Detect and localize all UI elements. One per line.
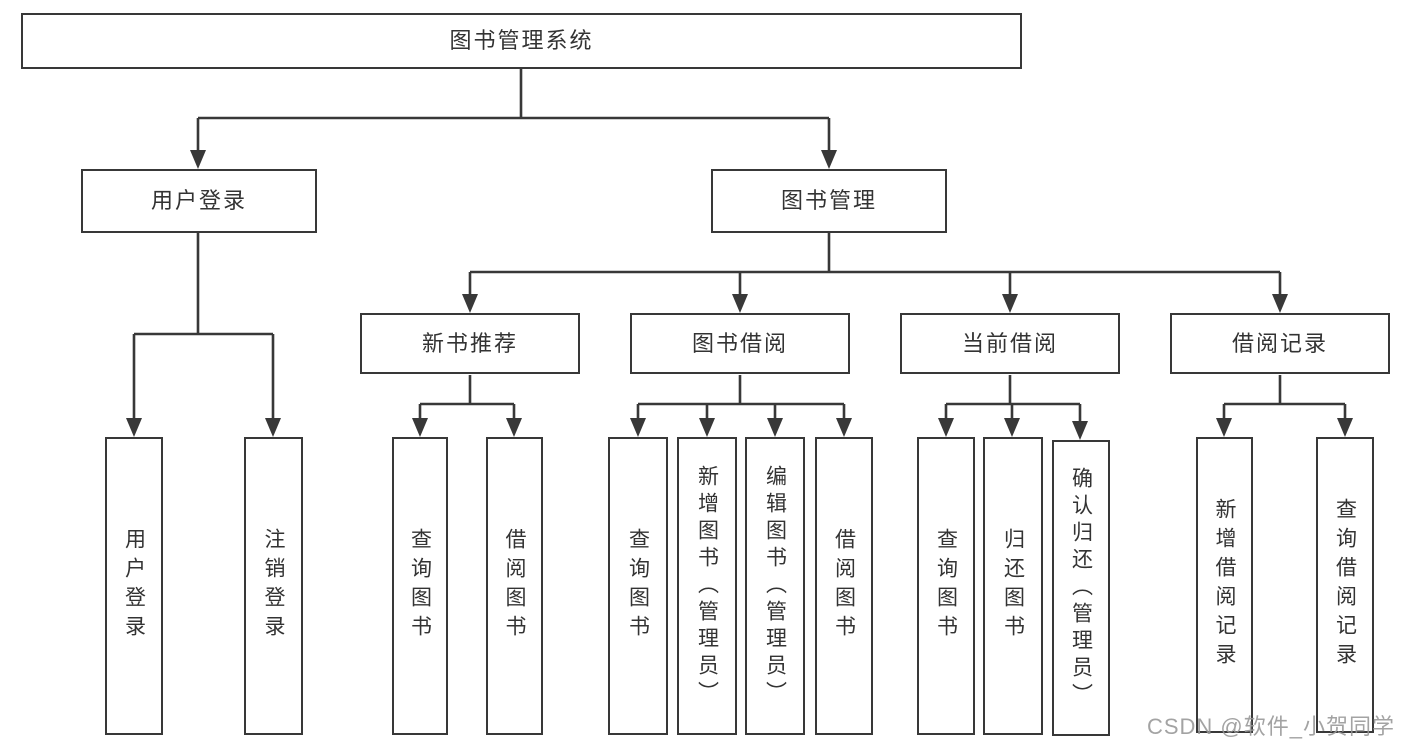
connector-newbook bbox=[418, 375, 516, 420]
node-borrowing-edit-books-admin: 编辑图书（管理员） bbox=[745, 437, 805, 735]
node-logout: 注销登录 bbox=[244, 437, 303, 735]
arrowhead bbox=[767, 418, 783, 437]
connector-current bbox=[944, 375, 1082, 422]
arrowhead bbox=[1072, 421, 1088, 440]
arrowhead bbox=[190, 150, 206, 169]
node-label: 当前借阅 bbox=[961, 330, 1058, 356]
node-current-confirm-return-admin: 确认归还（管理员） bbox=[1052, 440, 1110, 736]
node-newbook-borrow-books: 借阅图书 bbox=[486, 437, 543, 735]
arrowhead bbox=[699, 418, 715, 437]
arrowhead bbox=[1272, 294, 1288, 313]
node-label: 借阅图书 bbox=[832, 528, 856, 644]
node-label: 编辑图书（管理员） bbox=[763, 464, 787, 708]
arrowhead bbox=[126, 418, 142, 437]
arrowhead bbox=[412, 418, 428, 437]
node-label: 归还图书 bbox=[1001, 528, 1025, 644]
arrowhead bbox=[1002, 294, 1018, 313]
node-label: 确认归还（管理员） bbox=[1069, 466, 1093, 710]
node-borrowing-query-books: 查询图书 bbox=[608, 437, 668, 735]
node-label: 用户登录 bbox=[122, 528, 146, 644]
connector-records bbox=[1222, 375, 1347, 420]
node-label: 新增图书（管理员） bbox=[695, 464, 719, 708]
arrowhead bbox=[630, 418, 646, 437]
node-user-login: 用户登录 bbox=[105, 437, 163, 735]
arrowhead bbox=[462, 294, 478, 313]
node-label: 注销登录 bbox=[262, 528, 285, 644]
node-new-book-recommendation: 新书推荐 bbox=[360, 313, 580, 374]
csdn-watermark: CSDN @软件_小贺同学 bbox=[1146, 714, 1395, 739]
node-records-query-borrow-record: 查询借阅记录 bbox=[1316, 437, 1374, 733]
connector-root-to-level2 bbox=[196, 69, 831, 152]
arrowhead bbox=[732, 294, 748, 313]
node-label: 用户登录 bbox=[150, 188, 247, 213]
node-book-borrowing: 图书借阅 bbox=[630, 313, 850, 374]
arrowhead bbox=[836, 418, 852, 437]
node-book-management: 图书管理 bbox=[711, 169, 947, 233]
node-label: 借阅记录 bbox=[1231, 330, 1328, 356]
node-user-login-group: 用户登录 bbox=[81, 169, 317, 233]
arrowhead bbox=[1004, 418, 1020, 437]
arrowhead bbox=[1337, 418, 1353, 437]
node-current-borrowing: 当前借阅 bbox=[900, 313, 1120, 374]
node-label: 查询图书 bbox=[934, 528, 958, 644]
node-label: 查询借阅记录 bbox=[1333, 498, 1357, 672]
node-label: 图书管理 bbox=[780, 188, 877, 213]
connector-login-group bbox=[132, 233, 275, 420]
arrowhead bbox=[265, 418, 281, 437]
node-current-query-books: 查询图书 bbox=[917, 437, 975, 735]
node-label: 借阅图书 bbox=[503, 528, 526, 644]
arrowhead bbox=[938, 418, 954, 437]
node-library-system: 图书管理系统 bbox=[21, 13, 1022, 69]
connector-borrowing bbox=[636, 375, 846, 420]
node-label: 查询图书 bbox=[626, 528, 650, 644]
node-label: 图书借阅 bbox=[691, 330, 788, 356]
arrowhead bbox=[821, 150, 837, 169]
connector-book-mgmt bbox=[468, 233, 1282, 296]
node-label: 新增借阅记录 bbox=[1213, 498, 1236, 672]
node-current-return-books: 归还图书 bbox=[983, 437, 1043, 735]
node-borrowing-add-books-admin: 新增图书（管理员） bbox=[677, 437, 737, 735]
node-label: 查询图书 bbox=[408, 528, 432, 644]
node-records-add-borrow-record: 新增借阅记录 bbox=[1196, 437, 1253, 733]
node-newbook-query-books: 查询图书 bbox=[392, 437, 448, 735]
arrowhead bbox=[1216, 418, 1232, 437]
node-label: 新书推荐 bbox=[421, 330, 518, 356]
node-borrowing-records: 借阅记录 bbox=[1170, 313, 1390, 374]
node-label: 图书管理系统 bbox=[449, 28, 594, 53]
arrowhead bbox=[506, 418, 522, 437]
node-borrowing-borrow-books: 借阅图书 bbox=[815, 437, 873, 735]
